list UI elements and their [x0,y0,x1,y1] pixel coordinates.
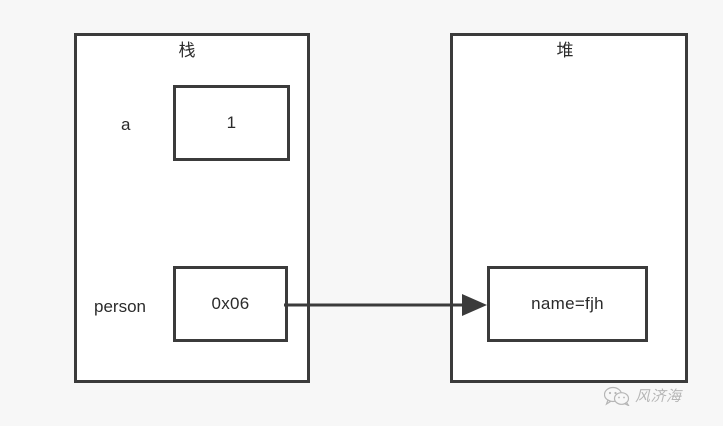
wechat-icon [604,386,630,406]
heap-region-title: 堆 [556,41,574,61]
heap-object-box: name=fjh [487,266,648,342]
watermark: 风济海 [604,385,682,406]
pointer-arrow [284,294,487,316]
stack-value-box-a: 1 [173,85,290,161]
stack-region-title: 栈 [178,41,196,61]
pointer-arrow-head [462,294,487,316]
stack-variable-label-a: a [121,115,131,134]
watermark-text: 风济海 [635,387,682,405]
stack-value-box-person: 0x06 [173,266,288,342]
stack-variable-label-person: person [94,297,146,316]
